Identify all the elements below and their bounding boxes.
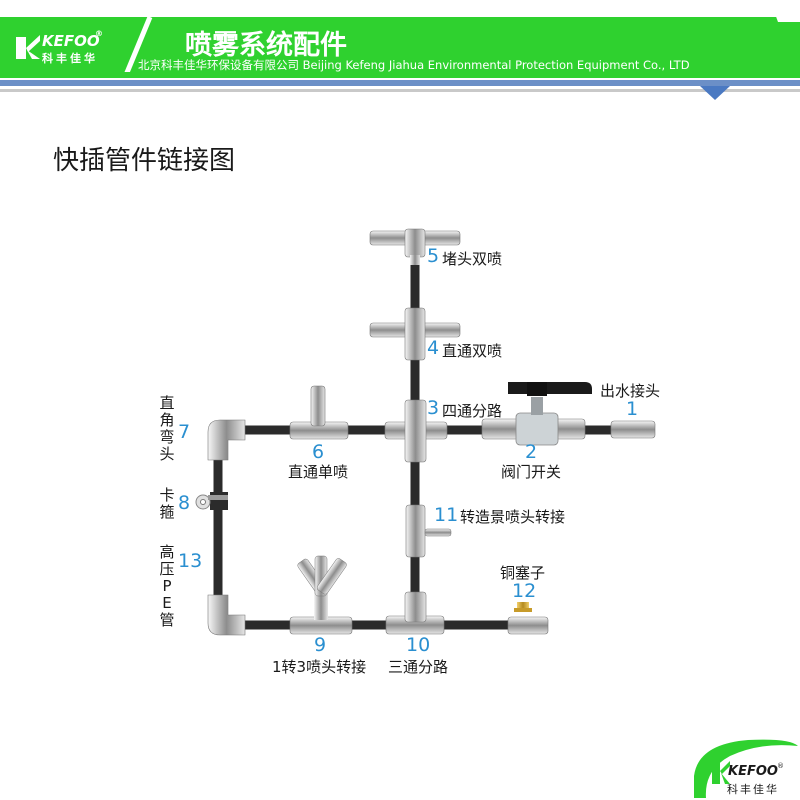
pipe-clamp [195,492,228,510]
header-banner [0,0,800,100]
part-11-label: 转造景喷头转接 [460,508,566,526]
part-9-label: 1转3喷头转接 [272,658,367,676]
part-2-label: 阀门开关 [501,463,562,481]
logo-registered: ® [95,29,103,38]
part-13-label: 高压PE管 [159,543,175,629]
ball-valve [481,382,656,446]
part-13-number: 13 [178,550,203,572]
tee-fitting [385,591,445,635]
part-2-number: 2 [525,441,538,463]
part-8-label: 卡箍 [159,486,175,521]
part-6-label: 直通单喷 [288,463,349,481]
part-9-number: 9 [314,634,327,656]
part-12-label: 铜塞子 [500,564,546,582]
part-6-number: 6 [312,441,325,463]
part-1-number: 1 [626,398,639,420]
part-12-number: 12 [512,580,537,602]
footer-logo-registered: ® [777,762,784,770]
footer-logo-text: KEFOO [728,764,778,779]
one-to-three-adapter [289,555,353,635]
header-company: 北京科丰佳华环保设备有限公司 Beijing Kefeng Jiahua Env… [138,58,690,72]
part-8-number: 8 [178,492,191,514]
straight-single-spray-fitting [289,385,349,440]
part-7-label: 直角弯头 [159,394,175,463]
part-10-label: 三通分路 [388,658,449,676]
part-11-number: 11 [434,504,459,526]
landscape-nozzle-adapter [405,504,452,558]
part-3-number: 3 [427,397,440,419]
plug-double-spray-fitting [369,228,461,265]
straight-double-spray-fitting [369,307,461,361]
logo-text: KEFOO [42,32,100,50]
part-10-number: 10 [406,634,431,656]
part-4-label: 直通双喷 [442,342,503,360]
elbow-fitting [207,419,246,461]
leaf-logo-icon [16,35,40,59]
part-5-number: 5 [427,245,440,267]
part-3-label: 四通分路 [442,402,503,420]
part-1-label: 出水接头 [600,382,661,400]
part-4-number: 4 [427,337,440,359]
elbow-fitting-bottom [207,594,246,636]
logo-cn-text: 科丰佳华 [42,52,98,65]
header-title: 喷雾系统配件 [185,30,347,61]
part-7-number: 7 [178,421,191,443]
part-5-label: 堵头双喷 [442,250,503,268]
footer-logo-cn: 科丰佳华 [727,783,779,796]
footer-logo-badge-icon [694,739,798,798]
page-title: 快插管件链接图 [53,146,236,176]
brass-plug [507,602,549,635]
four-way-fitting [384,399,448,463]
